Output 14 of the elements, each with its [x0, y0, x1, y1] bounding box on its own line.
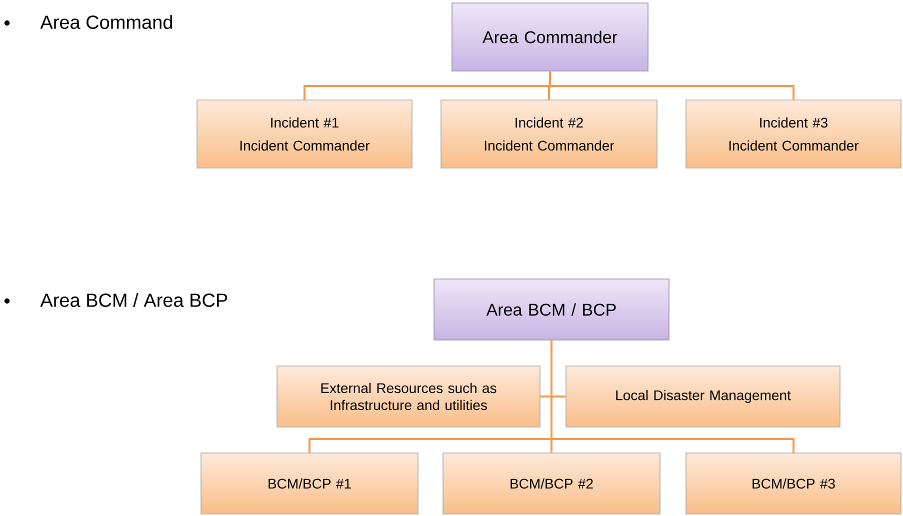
unit-box: Incident #1 Incident Commander — [196, 100, 412, 168]
org-box: Area Commander — [452, 2, 648, 72]
connector — [550, 340, 794, 453]
unit-box: BCM/BCP #2 — [442, 452, 660, 514]
section-label: Area Command — [40, 15, 172, 29]
unit-box: External Resources such as Infrastructure and utilities — [276, 366, 540, 428]
connector — [549, 71, 794, 100]
section-label: Area BCM / Area BCP — [40, 293, 228, 307]
unit-box: Incident #3 Incident Commander — [686, 100, 902, 168]
unit-box: Incident #2 Incident Commander — [440, 100, 658, 168]
unit-box: BCM/BCP #3 — [686, 452, 902, 514]
unit-box: BCM/BCP #1 — [200, 452, 418, 514]
org-box: Area BCM / BCP — [434, 278, 670, 340]
unit-box: Local Disaster Management — [566, 366, 840, 428]
